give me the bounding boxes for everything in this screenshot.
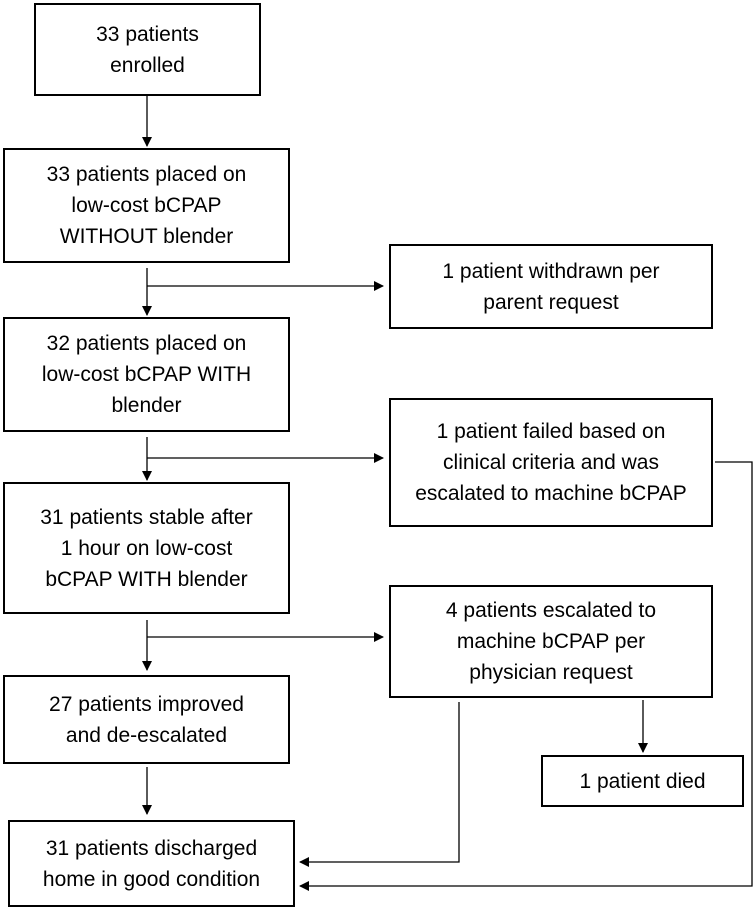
escalated-box: 4 patients escalated to machine bCPAP pe… (389, 585, 713, 698)
failed-text: 1 patient failed based on clinical crite… (415, 420, 687, 505)
died-text: 1 patient died (579, 769, 706, 793)
withdrawn-text: 1 patient withdrawn per parent request (442, 259, 660, 314)
with-blender-box: 32 patients placed on low-cost bCPAP WIT… (3, 317, 290, 432)
escalated-text: 4 patients escalated to machine bCPAP pe… (445, 599, 657, 684)
improved-box: 27 patients improved and de-escalated (3, 675, 290, 764)
enrolled-text: 33 patients enrolled (96, 22, 199, 77)
failed-box: 1 patient failed based on clinical crite… (389, 398, 713, 527)
stable-box: 31 patients stable after 1 hour on low-c… (3, 482, 290, 614)
discharged-text: 31 patients discharged home in good cond… (42, 836, 261, 891)
with-blender-text: 32 patients placed on low-cost bCPAP WIT… (41, 332, 252, 417)
arrow-escalated-to-discharged (299, 702, 460, 867)
without-blender-box: 33 patients placed on low-cost bCPAP WIT… (3, 148, 290, 263)
stable-text: 31 patients stable after 1 hour on low-c… (40, 505, 253, 591)
died-box: 1 patient died (541, 755, 744, 807)
arrow-failed-to-discharged (299, 461, 753, 891)
without-blender-text: 33 patients placed on low-cost bCPAP WIT… (46, 163, 247, 248)
discharged-box: 31 patients discharged home in good cond… (8, 820, 295, 907)
enrolled-box: 33 patients enrolled (34, 3, 261, 96)
improved-text: 27 patients improved and de-escalated (49, 692, 244, 747)
withdrawn-box: 1 patient withdrawn per parent request (389, 244, 713, 329)
